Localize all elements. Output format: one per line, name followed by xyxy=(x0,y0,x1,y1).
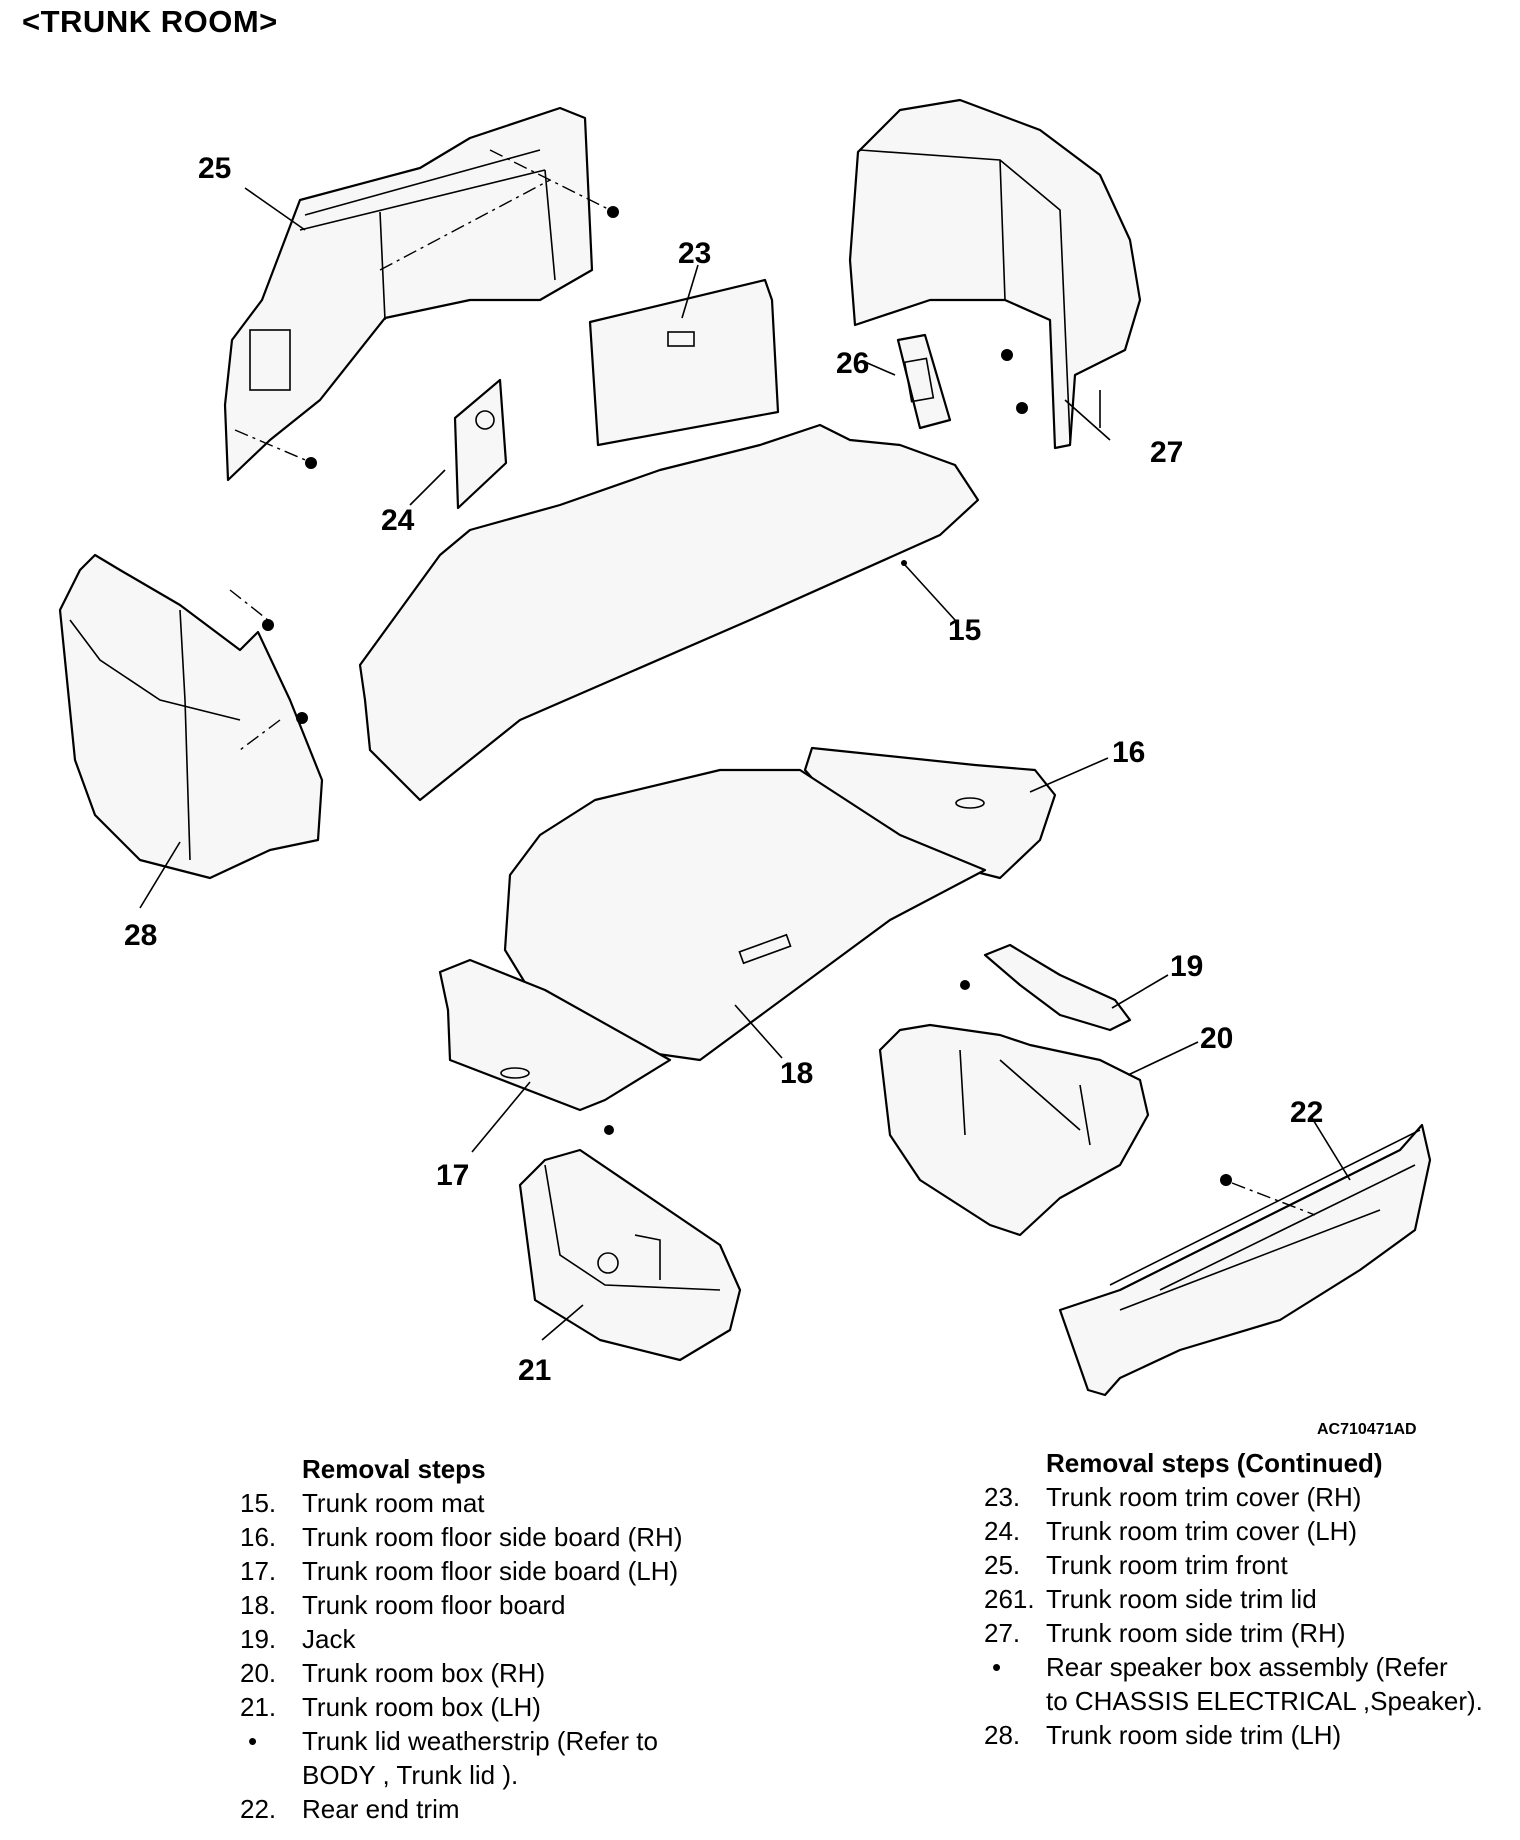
list-item-continuation: BODY , Trunk lid ). xyxy=(302,1760,519,1790)
callout-16: 16 xyxy=(1112,736,1145,769)
leader-lines xyxy=(139,187,1351,1341)
callout-23: 23 xyxy=(678,237,711,270)
removal-steps-heading: Removal steps xyxy=(302,1454,486,1484)
part-19-jack xyxy=(983,943,1132,1032)
list-item: •Rear speaker box assembly (Refer xyxy=(992,1652,1448,1682)
list-item: 261.Trunk room side trim lid xyxy=(984,1584,1317,1614)
callout-26: 26 xyxy=(836,347,869,380)
list-item-continuation: to CHASSIS ELECTRICAL ,Speaker). xyxy=(1046,1686,1483,1716)
callout-20: 20 xyxy=(1200,1022,1233,1055)
callout-17: 17 xyxy=(436,1159,469,1192)
callout-19: 19 xyxy=(1170,950,1203,983)
removal-steps-continued-heading: Removal steps (Continued) xyxy=(1046,1448,1383,1478)
list-item: 18.Trunk room floor board xyxy=(240,1590,566,1620)
list-item: 24.Trunk room trim cover (LH) xyxy=(984,1516,1358,1546)
part-25-trim-front xyxy=(223,106,619,482)
list-item: 16.Trunk room floor side board (RH) xyxy=(240,1522,683,1552)
callout-25: 25 xyxy=(198,152,231,185)
callout-15: 15 xyxy=(948,614,981,647)
list-item: •Trunk lid weatherstrip (Refer to xyxy=(248,1726,658,1756)
part-24-trim-cover-lh xyxy=(453,378,508,510)
removal-steps-list: Removal steps 15.Trunk room mat 16.Trunk… xyxy=(240,1452,760,1826)
callout-21: 21 xyxy=(518,1354,551,1387)
figure-id: AC710471AD xyxy=(1317,1421,1417,1438)
callout-27: 27 xyxy=(1150,436,1183,469)
list-item: 19.Jack xyxy=(240,1624,356,1654)
callout-18: 18 xyxy=(780,1057,813,1090)
callout-22: 22 xyxy=(1290,1096,1323,1129)
list-item: 23.Trunk room trim cover (RH) xyxy=(984,1482,1362,1512)
callout-28: 28 xyxy=(124,919,157,952)
exploded-parts-diagram: 25 23 26 27 24 15 16 28 19 20 18 22 17 2… xyxy=(58,98,1432,1397)
part-21-trunk-room-box-lh xyxy=(518,1125,742,1362)
part-15-trunk-room-mat xyxy=(358,423,980,802)
page-title: <TRUNK ROOM> xyxy=(22,4,278,39)
part-17-floor-side-board-lh xyxy=(438,958,672,1112)
list-item: 21.Trunk room box (LH) xyxy=(240,1692,541,1722)
removal-steps-continued-list: Removal steps (Continued) 23.Trunk room … xyxy=(984,1446,1504,1752)
list-item: 20.Trunk room box (RH) xyxy=(240,1658,546,1688)
part-22-rear-end-trim xyxy=(1058,1123,1432,1397)
list-item: 25.Trunk room trim front xyxy=(984,1550,1288,1580)
part-28-side-trim-lh xyxy=(58,553,324,880)
list-item: 15.Trunk room mat xyxy=(240,1488,485,1518)
part-26-side-trim-lid xyxy=(896,333,952,430)
part-20-trunk-room-box-rh xyxy=(878,980,1150,1237)
part-23-trim-cover-rh xyxy=(588,278,780,447)
list-item: 28.Trunk room side trim (LH) xyxy=(984,1720,1342,1750)
callout-24: 24 xyxy=(381,504,415,537)
list-item: 17.Trunk room floor side board (LH) xyxy=(240,1556,679,1586)
part-27-side-trim-rh xyxy=(848,98,1142,450)
list-item: 27.Trunk room side trim (RH) xyxy=(984,1618,1346,1648)
list-item: 22.Rear end trim xyxy=(240,1794,460,1824)
